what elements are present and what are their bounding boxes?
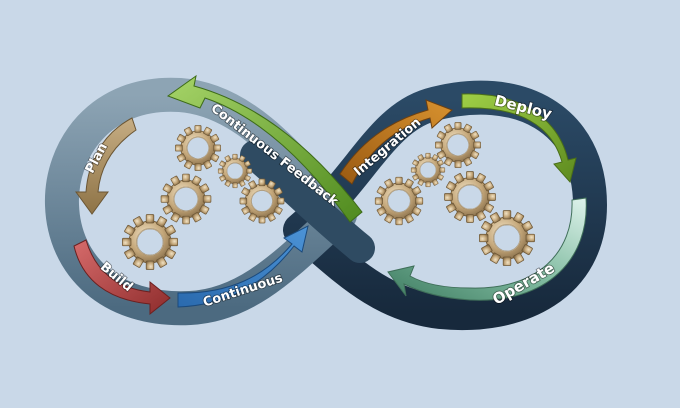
continuous-arrow	[177, 225, 309, 308]
plan-arrow	[75, 117, 137, 215]
left-loop-band	[44, 77, 357, 326]
build-arrow	[73, 239, 171, 316]
gear-icon	[160, 173, 212, 225]
operate-arrow	[387, 197, 587, 301]
integration-arrow	[339, 99, 453, 185]
deploy-arrow	[461, 93, 577, 184]
gear-icon	[121, 213, 179, 271]
continuous-feedback-arrow	[166, 74, 363, 223]
gear-icon	[478, 209, 536, 267]
crossing-strand	[240, 140, 375, 263]
gear-icon	[443, 170, 497, 224]
gear-icon	[374, 176, 424, 226]
gear-icon	[174, 124, 222, 172]
